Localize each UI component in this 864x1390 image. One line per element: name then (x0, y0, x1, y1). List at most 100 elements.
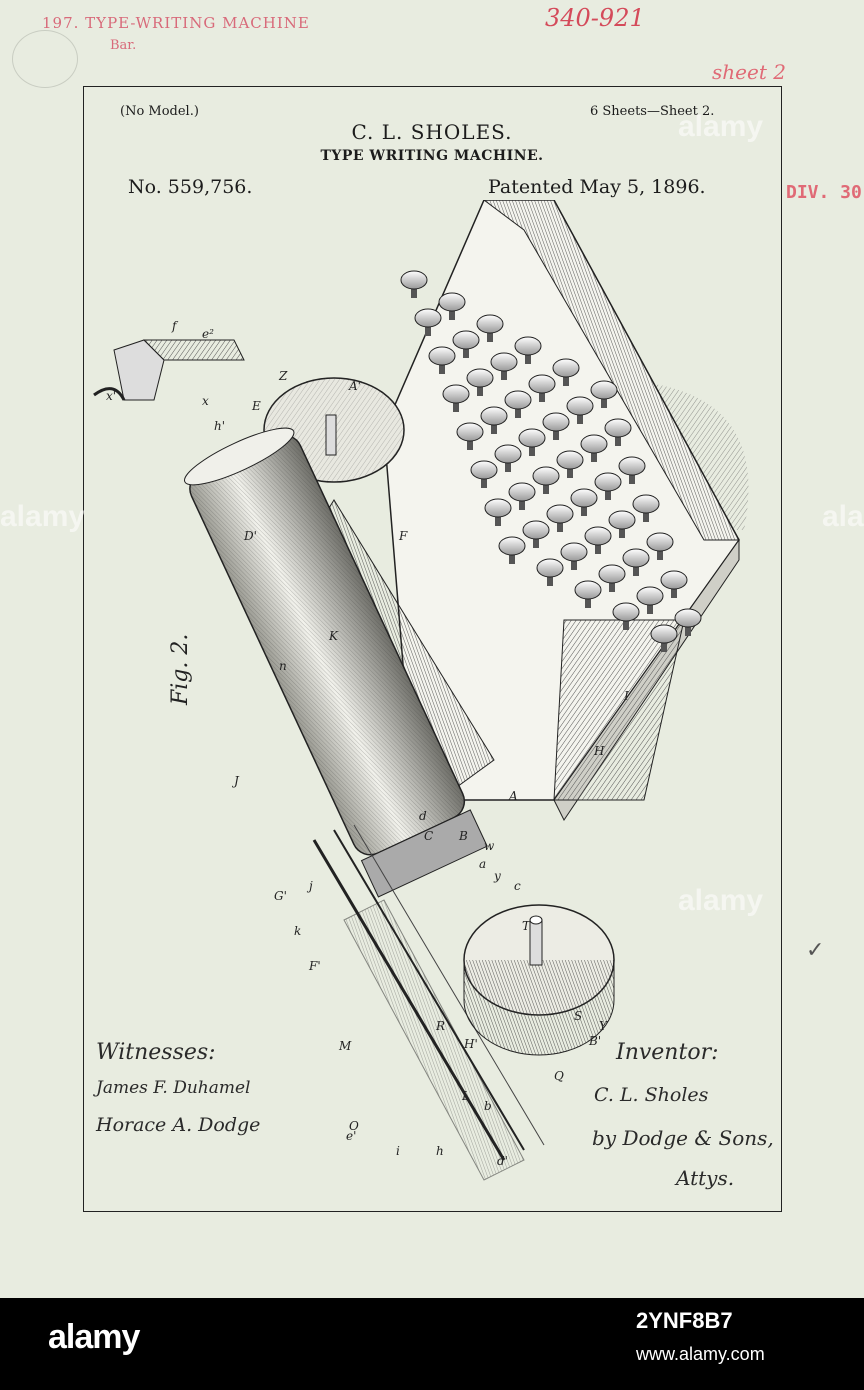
serial-number: 340-921 (545, 4, 645, 32)
reference-letter: C (424, 829, 433, 843)
no-model-note: (No Model.) (120, 104, 199, 119)
crank-handle (93, 339, 245, 401)
reference-letter: x' (106, 389, 116, 403)
reference-letter: I (623, 689, 629, 703)
inventor-name: C. L. SHOLES. (351, 120, 513, 144)
reference-letter: Y (599, 1019, 608, 1033)
office-stamp: 197. TYPE-WRITING MACHINE (42, 14, 310, 32)
reference-letter: n (279, 659, 287, 673)
key-cap (470, 460, 498, 480)
key-cap (604, 418, 632, 438)
drawing-border (83, 86, 782, 1212)
reference-letter: a (479, 857, 486, 871)
carriage-rails (312, 824, 545, 1181)
reference-letter: b (484, 1099, 492, 1113)
key-cap (528, 374, 556, 394)
watermark: alamy (822, 500, 864, 533)
key-cap (532, 466, 560, 486)
key-cap (612, 602, 640, 622)
lower-wheel (463, 904, 615, 1056)
reference-letter: G' (274, 889, 287, 903)
witnesses-label: Witnesses: (96, 1040, 216, 1065)
sheet-count: 6 Sheets—Sheet 2. (590, 104, 715, 119)
key-cap (490, 352, 518, 372)
reference-letter: y (493, 869, 501, 883)
reference-letter: c (514, 879, 521, 893)
reference-letter: L (461, 1089, 470, 1103)
key-cap (674, 608, 702, 628)
key-cap (484, 498, 512, 518)
reference-letter: R (435, 1019, 445, 1033)
reference-letter: d' (497, 1154, 508, 1168)
key-cap (476, 314, 504, 334)
key-cap (522, 520, 550, 540)
reference-letter: h (436, 1144, 444, 1158)
key-cap (636, 586, 664, 606)
footer-url: www.alamy.com (636, 1344, 765, 1364)
key-cap (646, 532, 674, 552)
watermark: alamy (678, 110, 764, 143)
reference-letter: H' (463, 1037, 478, 1051)
key-cap (622, 548, 650, 568)
key-cap (498, 536, 526, 556)
reference-letter: F' (308, 959, 321, 973)
reference-letter: M (338, 1039, 352, 1053)
key-cap (456, 422, 484, 442)
reference-letter: x (202, 394, 209, 408)
seal-stamp (12, 30, 78, 88)
reference-letter: w (484, 839, 495, 853)
key-cap (546, 504, 574, 524)
reference-letter: h' (214, 419, 225, 433)
patent-title: TYPE WRITING MACHINE. (320, 148, 544, 164)
image-id: 2YNF8B7 (636, 1308, 733, 1333)
key-cap (598, 564, 626, 584)
key-cap (650, 624, 678, 644)
reference-letter: F (398, 529, 408, 543)
witness-signature-2: Horace A. Dodge (96, 1114, 261, 1136)
key-cap (480, 406, 508, 426)
division-stamp: DIV. 30 (786, 182, 862, 203)
reference-letter: e' (346, 1129, 356, 1143)
key-cap (414, 308, 442, 328)
key-cap (466, 368, 494, 388)
inventor-signature: C. L. Sholes (594, 1084, 709, 1106)
reference-letter: H (593, 744, 605, 758)
inventor-label: Inventor: (616, 1040, 719, 1065)
reference-letter: B' (588, 1034, 601, 1048)
key-cap (584, 526, 612, 546)
reference-letter: d (419, 809, 427, 823)
key-cap (560, 542, 588, 562)
key-cap (452, 330, 480, 350)
reference-letter: O (349, 1119, 359, 1133)
key-cap (574, 580, 602, 600)
reference-letter: T (522, 919, 531, 933)
key-cap (504, 390, 532, 410)
bar-stamp: Bar. (110, 38, 137, 53)
key-cap (608, 510, 636, 530)
key-cap (536, 558, 564, 578)
patent-date: Patented May 5, 1896. (488, 176, 706, 198)
key-cap (514, 336, 542, 356)
reference-letter: J (231, 774, 240, 788)
sheet-note: sheet 2 (712, 60, 786, 84)
key-cap (508, 482, 536, 502)
reference-letter: A' (348, 379, 361, 393)
key-cap (594, 472, 622, 492)
key-cap (566, 396, 594, 416)
reference-letter: B (458, 829, 468, 843)
footer-bar (0, 1298, 864, 1390)
reference-letter: f (171, 319, 179, 333)
reference-letter: Q (554, 1069, 564, 1083)
key-cap (442, 384, 470, 404)
reference-letter: j (306, 879, 313, 893)
key-cap (618, 456, 646, 476)
attorney-label: Attys. (676, 1166, 735, 1190)
key-grid (400, 270, 702, 652)
watermark: alamy (0, 500, 86, 533)
key-cap (556, 450, 584, 470)
reference-letter: K (328, 629, 339, 643)
reference-letter: k (294, 924, 301, 938)
reference-letter: S (574, 1009, 582, 1023)
